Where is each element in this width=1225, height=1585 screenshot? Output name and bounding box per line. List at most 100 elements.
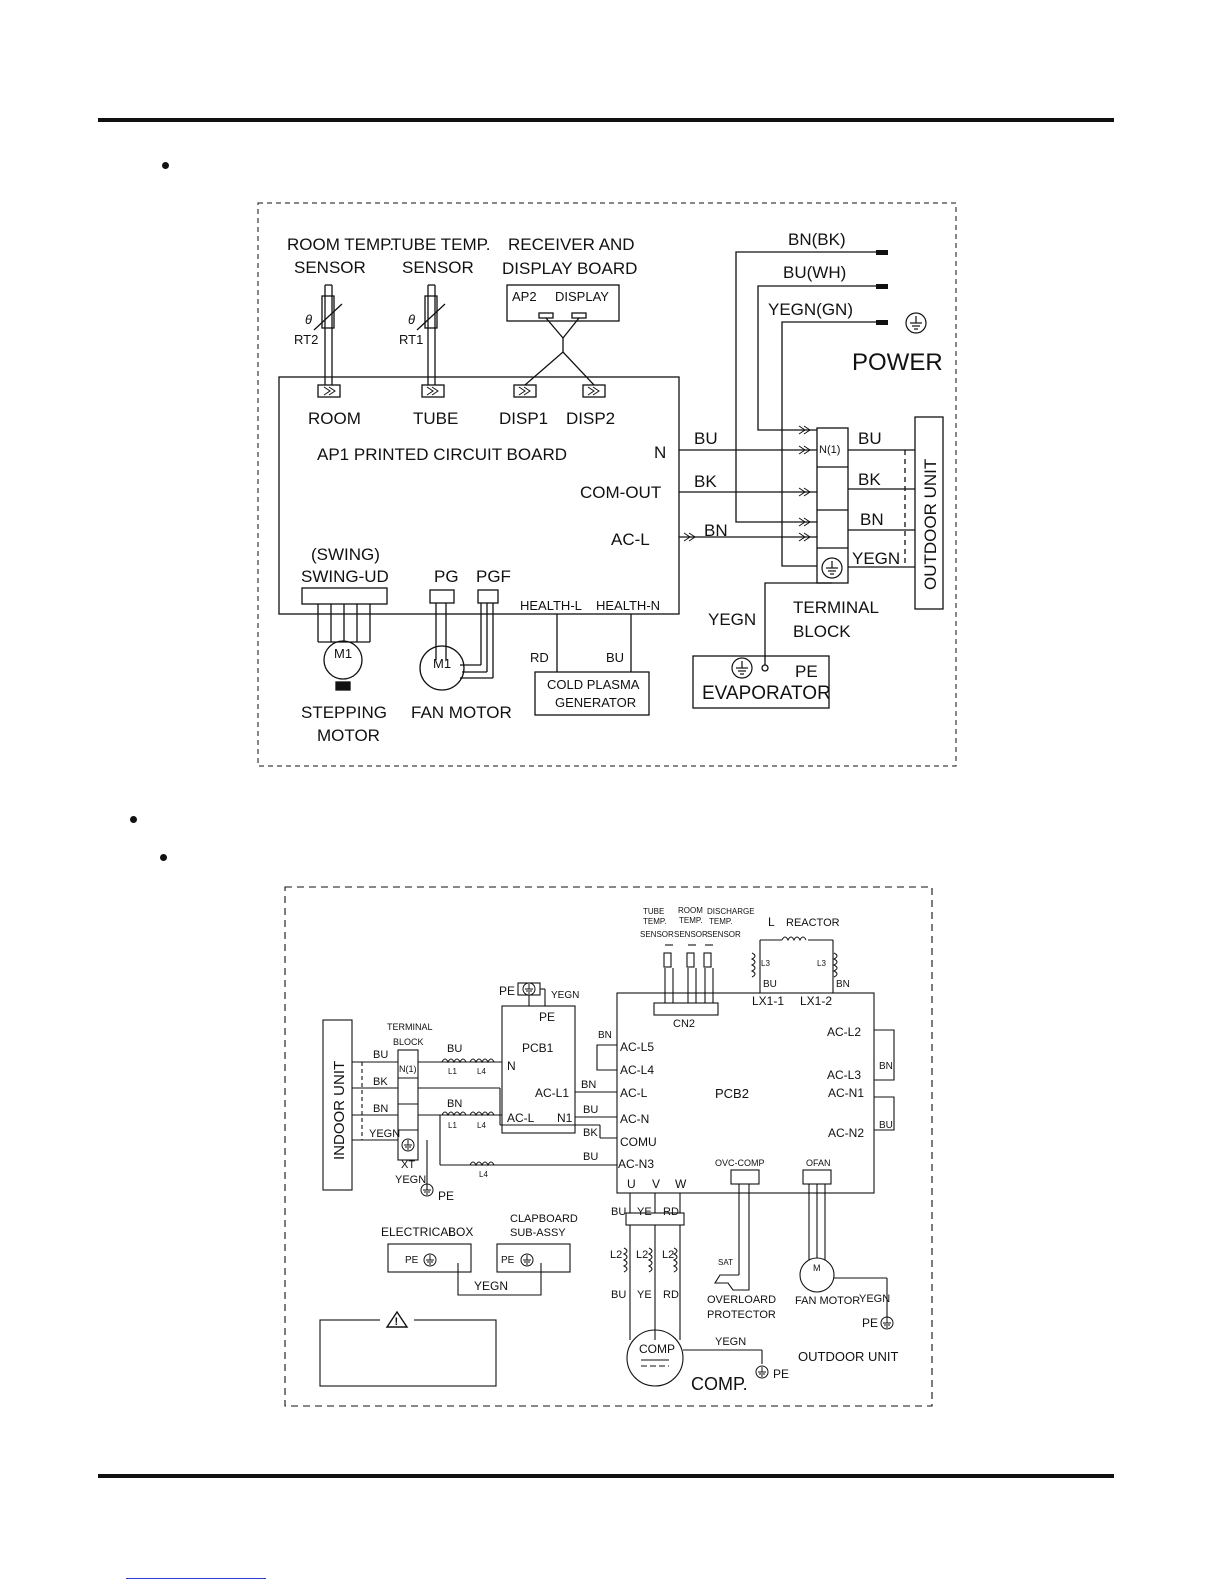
ovc-comp-connector	[730, 1169, 760, 1185]
indoor-unit-box	[322, 1019, 353, 1191]
terminal-block-label: TERMINAL	[793, 598, 879, 617]
bn-out-label: BN	[860, 510, 884, 529]
ofan-connector	[802, 1169, 832, 1185]
l2-b-label: L2	[636, 1249, 648, 1261]
ac-l2-label: AC-L2	[827, 1025, 861, 1039]
power-label: POWER	[852, 349, 943, 376]
lx1-1-label: LX1-1	[752, 994, 784, 1008]
yegn-xt-label: YEGN	[395, 1174, 426, 1186]
bullet-1	[162, 162, 169, 169]
electrical-label: ELECTRICAL	[381, 1225, 455, 1239]
discharge-sensor-label-3: SENSOR	[707, 930, 741, 939]
l2-c-label: L2	[662, 1249, 674, 1261]
ac-l5-label: AC-L5	[620, 1040, 654, 1054]
pcb2-box	[616, 992, 875, 1194]
ap1-pcb-box	[278, 376, 680, 615]
tube-connector	[421, 384, 445, 398]
reactor-label: REACTOR	[786, 917, 840, 929]
room-sensor-label-o3: SENSOR	[674, 930, 708, 939]
health-l-label: HEALTH-L	[520, 598, 582, 613]
xt-label: XT	[401, 1159, 415, 1171]
cn2-label: CN2	[673, 1018, 695, 1030]
lx1-2-label: LX1-2	[800, 994, 832, 1008]
bn-wire-label: BN	[704, 521, 728, 540]
theta-room: θ	[305, 312, 312, 327]
bu-u-label: BU	[611, 1206, 626, 1218]
compressor-circle	[626, 1329, 684, 1387]
comp-circle-label: COMP	[639, 1342, 675, 1356]
room-connector	[317, 384, 341, 398]
yegn-gn-label: YEGN(GN)	[768, 300, 853, 319]
stepping-motor-circle	[323, 640, 363, 680]
sat-label: SAT	[718, 1258, 733, 1267]
bk-o-label: BK	[373, 1076, 388, 1088]
w-label: W	[675, 1177, 687, 1191]
com-out-label: COM-OUT	[580, 483, 661, 502]
ovc-comp-label: OVC-COMP	[715, 1158, 765, 1168]
pgf-label: PGF	[476, 567, 511, 586]
tube-sensor-label: TUBE TEMP.	[391, 235, 491, 254]
tube-sensor-label-o: TUBE	[643, 907, 664, 916]
u-label: U	[627, 1177, 636, 1191]
tube-connector-label: TUBE	[413, 409, 458, 428]
m1-fan-label: M1	[433, 656, 451, 671]
bu-acn3-label: BU	[583, 1151, 598, 1163]
ac-n1-label: AC-N1	[828, 1086, 864, 1100]
l4-bot-label: L4	[479, 1170, 488, 1179]
n1-term-label: N(1)	[819, 444, 840, 456]
outdoor-unit-vertical: OUTDOOR UNIT	[921, 459, 940, 590]
disp1-label: DISP1	[499, 409, 548, 428]
cn2-connector	[653, 1002, 719, 1016]
yegn-comp-label: YEGN	[715, 1336, 746, 1348]
l3-right-label: L3	[817, 959, 826, 968]
outdoor-fan-motor-circle	[799, 1257, 835, 1293]
bn-pcb1-label: BN	[447, 1098, 462, 1110]
bullet-2	[130, 816, 137, 823]
indoor-wiring-diagram: ROOM TEMP. SENSOR TUBE TEMP. SENSOR RECE…	[257, 202, 957, 767]
bk-wire-label: BK	[694, 472, 717, 491]
l4-top-label: L4	[477, 1067, 486, 1076]
ac-l-label: AC-L	[611, 530, 650, 549]
pgf-connector	[477, 589, 499, 604]
yegn-pcb1-top: YEGN	[551, 990, 579, 1001]
l3-left-label: L3	[761, 959, 770, 968]
rt2-label: RT2	[294, 332, 318, 347]
pe-clapboard-label: PE	[501, 1255, 515, 1266]
bn-bk-label: BN(BK)	[788, 230, 846, 249]
bn-reactor-label: BN	[836, 979, 850, 990]
receiver-label-2: DISPLAY BOARD	[502, 259, 637, 278]
pe-pcb1-top: PE	[499, 984, 515, 998]
bullet-3	[160, 854, 167, 861]
outdoor-wiring-diagram: ! TUBE TEMP. SENSOR ROOM TEMP. SENSOR DI…	[284, 886, 933, 1407]
bu-plasma-label: BU	[606, 650, 624, 665]
bu-pcb1-label: BU	[447, 1043, 462, 1055]
rt1-label: RT1	[399, 332, 423, 347]
yegn-out-label: YEGN	[852, 549, 900, 568]
bn-loop-label: BN	[598, 1030, 612, 1041]
clapboard-box	[496, 1243, 571, 1273]
ye-v-label: YE	[637, 1206, 652, 1218]
health-n-label: HEALTH-N	[596, 598, 660, 613]
bn-acl-label: BN	[581, 1079, 596, 1091]
display-board-box	[506, 284, 620, 322]
ap2-label: AP2	[512, 289, 537, 304]
bu-acn-label: BU	[583, 1104, 598, 1116]
l1-top-label: L1	[448, 1067, 457, 1076]
ye-comp-label: YE	[637, 1289, 652, 1301]
evaporator-box	[692, 655, 830, 709]
bu-o-label: BU	[373, 1049, 388, 1061]
terminal-block-o-label-2: BLOCK	[393, 1037, 424, 1047]
pe-fan-label: PE	[862, 1316, 878, 1330]
discharge-sensor-label-2: TEMP.	[709, 917, 732, 926]
stepping-motor-label: STEPPING	[301, 703, 387, 722]
l-label: L	[768, 915, 775, 929]
bk-out-label: BK	[858, 470, 881, 489]
n-terminal-label: N	[654, 443, 666, 462]
footer-link-underline	[126, 1578, 266, 1579]
plasma-label: COLD PLASMA	[547, 677, 640, 692]
indoor-unit-vertical: INDOOR UNIT	[331, 1061, 348, 1160]
yegn-box-label: YEGN	[474, 1279, 508, 1293]
stepping-motor-label-2: MOTOR	[317, 726, 380, 745]
v-label: V	[652, 1177, 660, 1191]
fan-motor-label: FAN MOTOR	[411, 703, 512, 722]
